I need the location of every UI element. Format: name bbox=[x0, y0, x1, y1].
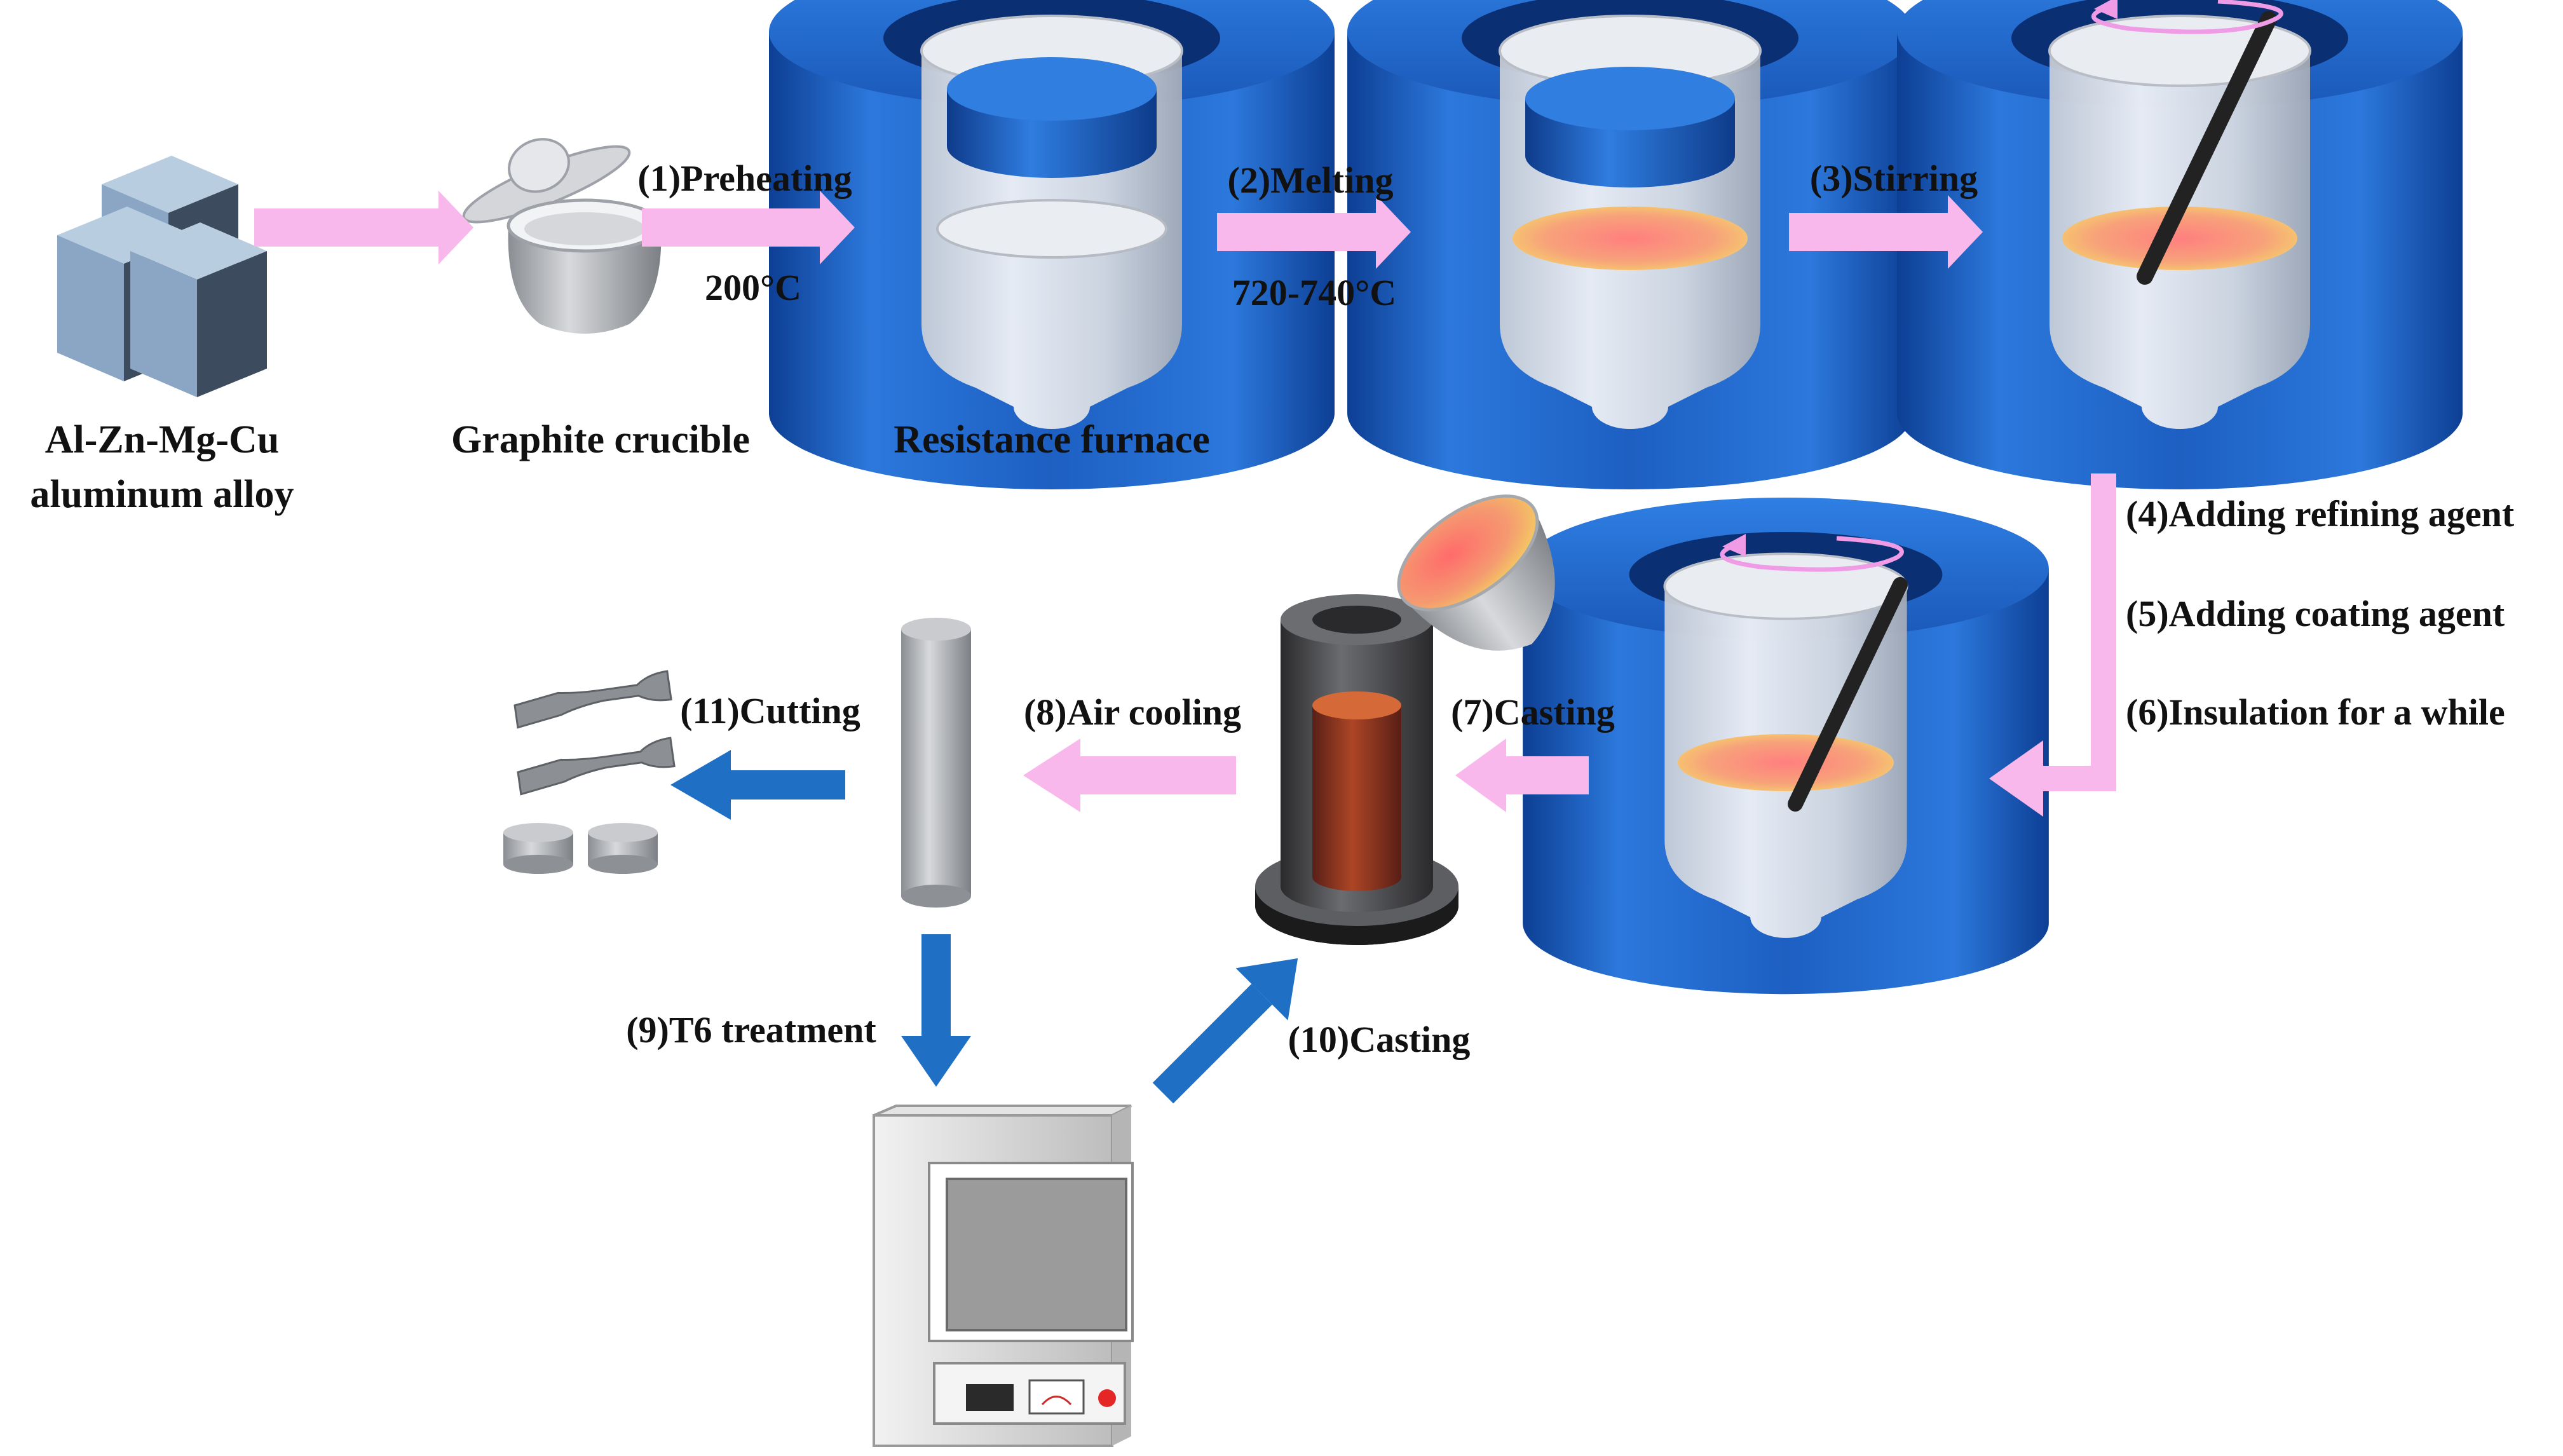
arrow-to-crucible bbox=[254, 191, 473, 264]
arrow-elbow-refining bbox=[1989, 473, 2116, 817]
label-step5-coating: (5)Adding coating agent bbox=[2126, 593, 2505, 634]
pouring-ladle-icon bbox=[1397, 494, 1555, 651]
arrow-recasting bbox=[1152, 958, 1298, 1104]
label-step9-t6-treatment: (9)T6 treatment bbox=[626, 1009, 876, 1051]
label-step1-preheating: (1)Preheating bbox=[637, 158, 852, 199]
label-step6-insulation: (6)Insulation for a while bbox=[2126, 691, 2505, 733]
label-step7-casting: (7)Casting bbox=[1451, 691, 1615, 733]
label-step4-refining: (4)Adding refining agent bbox=[2126, 493, 2515, 534]
arrow-casting bbox=[1455, 738, 1589, 812]
label-step2-melting: (2)Melting bbox=[1228, 160, 1394, 201]
arrow-t6-treatment bbox=[901, 934, 971, 1087]
arrow-preheating bbox=[642, 191, 855, 264]
stirring-furnace-icon bbox=[1897, 0, 2463, 489]
melting-furnace-icon bbox=[1347, 0, 1913, 489]
label-step3-stirring: (3)Stirring bbox=[1810, 158, 1978, 199]
label-step8-air-cooling: (8)Air cooling bbox=[1024, 691, 1241, 733]
casting-mould-icon bbox=[1255, 494, 1555, 945]
arrow-air-cooling bbox=[1023, 738, 1236, 812]
graphite-crucible-icon bbox=[462, 138, 663, 334]
label-alloy-line1: Al-Zn-Mg-Cu bbox=[45, 418, 280, 461]
cut-specimens-icon bbox=[503, 670, 676, 874]
label-step2-temperature: 720-740°C bbox=[1232, 272, 1396, 313]
arrow-stirring bbox=[1789, 195, 1983, 269]
cast-rod-icon bbox=[901, 618, 971, 908]
heat-treatment-oven-icon bbox=[873, 1105, 1134, 1447]
label-alloy-line2: aluminum alloy bbox=[30, 473, 294, 516]
arrow-cutting bbox=[670, 750, 845, 820]
arrow-melting bbox=[1217, 195, 1411, 269]
resistance-furnace-icon bbox=[769, 0, 1335, 489]
refining-furnace-icon bbox=[1523, 498, 2049, 995]
label-resistance-furnace: Resistance furnace bbox=[894, 418, 1210, 461]
alloy-cubes-icon bbox=[57, 156, 267, 397]
label-step1-temperature: 200°C bbox=[705, 267, 801, 308]
label-step10-casting: (10)Casting bbox=[1288, 1019, 1471, 1060]
label-step11-cutting: (11)Cutting bbox=[680, 690, 860, 731]
label-graphite-crucible: Graphite crucible bbox=[451, 418, 750, 461]
